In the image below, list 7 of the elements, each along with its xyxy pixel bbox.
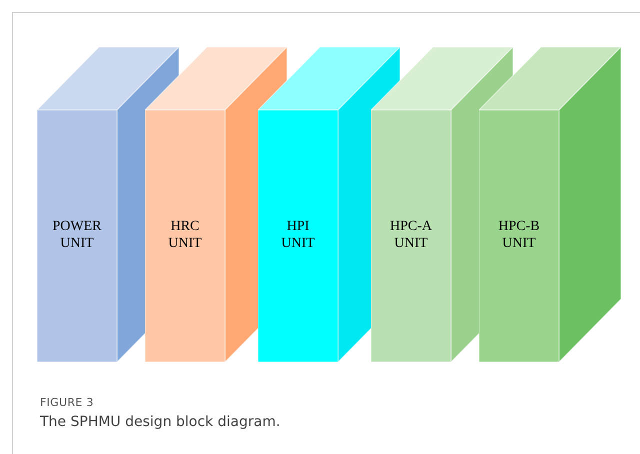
figure-caption: The SPHMU design block diagram. xyxy=(40,414,280,430)
block-label: POWER UNIT xyxy=(52,218,102,252)
block-label: HRC UNIT xyxy=(167,218,203,252)
block-label: HPI UNIT xyxy=(280,218,316,252)
figure-number: FIGURE 3 xyxy=(40,396,94,409)
block-label: HPC-A UNIT xyxy=(388,218,433,252)
block-label: HPC-B UNIT xyxy=(497,218,541,252)
